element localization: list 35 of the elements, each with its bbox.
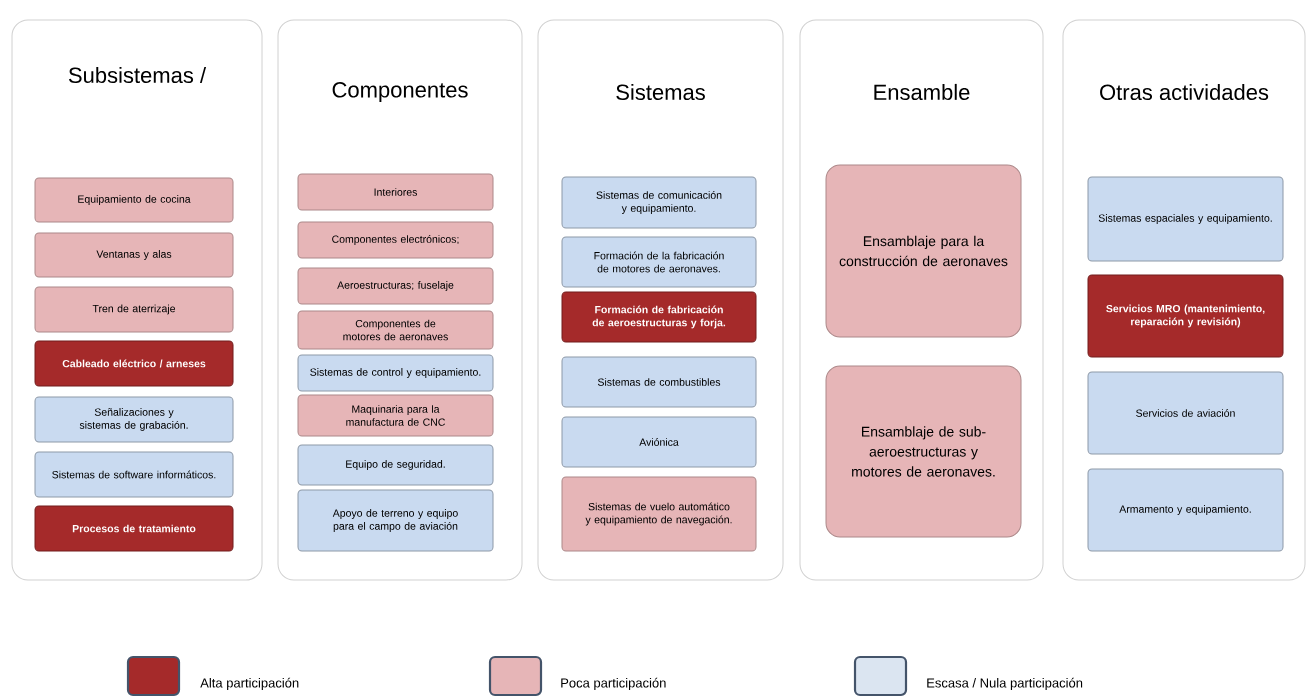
category-box: Sistemas de combustibles	[561, 356, 757, 408]
category-box: Sistemas de vuelo automático y equipamiento de navegación.	[561, 476, 757, 552]
category-box: Componentes de motores de aeronaves	[297, 310, 494, 350]
category-box: Servicios de aviación	[1087, 371, 1284, 455]
category-box: Interiores	[297, 173, 494, 211]
category-box: Aviónica	[561, 416, 757, 468]
category-box: Procesos de tratamiento	[34, 505, 234, 552]
category-box: Ventanas y alas	[34, 232, 234, 278]
category-box: Equipamiento de cocina	[34, 177, 234, 223]
category-box: Tren de aterrizaje	[34, 286, 234, 333]
column-heading: Componentes	[332, 82, 468, 102]
legend-label: Poca participación	[561, 677, 666, 691]
category-box: Formación de fabricación de aeroestructuras y forja.	[561, 291, 757, 343]
category-box: Ensamblaje de sub-aeroestructuras y motores de aeronaves.	[825, 365, 1022, 538]
category-box: Componentes electrónicos;	[297, 221, 494, 259]
category-box: Señalizaciones y sistemas de grabación.	[34, 396, 234, 443]
category-box: Cableado eléctrico / arneses	[34, 340, 234, 387]
legend-label: Alta participación	[200, 677, 299, 691]
column-heading: Ensamble	[874, 83, 970, 101]
category-box: Maquinaria para la manufactura de CNC	[297, 394, 494, 437]
category-box: Formación de la fabricación de motores de aeronaves.	[561, 236, 757, 288]
category-box: Apoyo de terreno y equipo para el campo de aviación	[297, 489, 494, 552]
category-box: Equipo de seguridad.	[297, 444, 494, 486]
category-box: Sistemas de control y equipamiento.	[297, 354, 494, 392]
column-heading: Sistemas	[616, 83, 705, 101]
category-box: Sistemas de comunicación y equipamiento.	[561, 176, 757, 229]
category-box: Armamento y equipamiento.	[1087, 468, 1284, 552]
category-box: Sistemas de software informáticos.	[34, 451, 234, 498]
column-heading: Subsistemas /	[68, 66, 207, 84]
column-heading: Otras actividades	[1100, 83, 1269, 101]
category-box: Servicios MRO (mantenimiento, reparación y revisión)	[1087, 274, 1284, 358]
category-box: Ensamblaje para la construcción de aeronaves	[825, 164, 1022, 338]
category-box: Sistemas espaciales y equipamiento.	[1087, 176, 1284, 262]
category-box: Aeroestructuras; fuselaje	[297, 267, 494, 305]
legend-label: Escasa / Nula participación	[927, 677, 1083, 691]
